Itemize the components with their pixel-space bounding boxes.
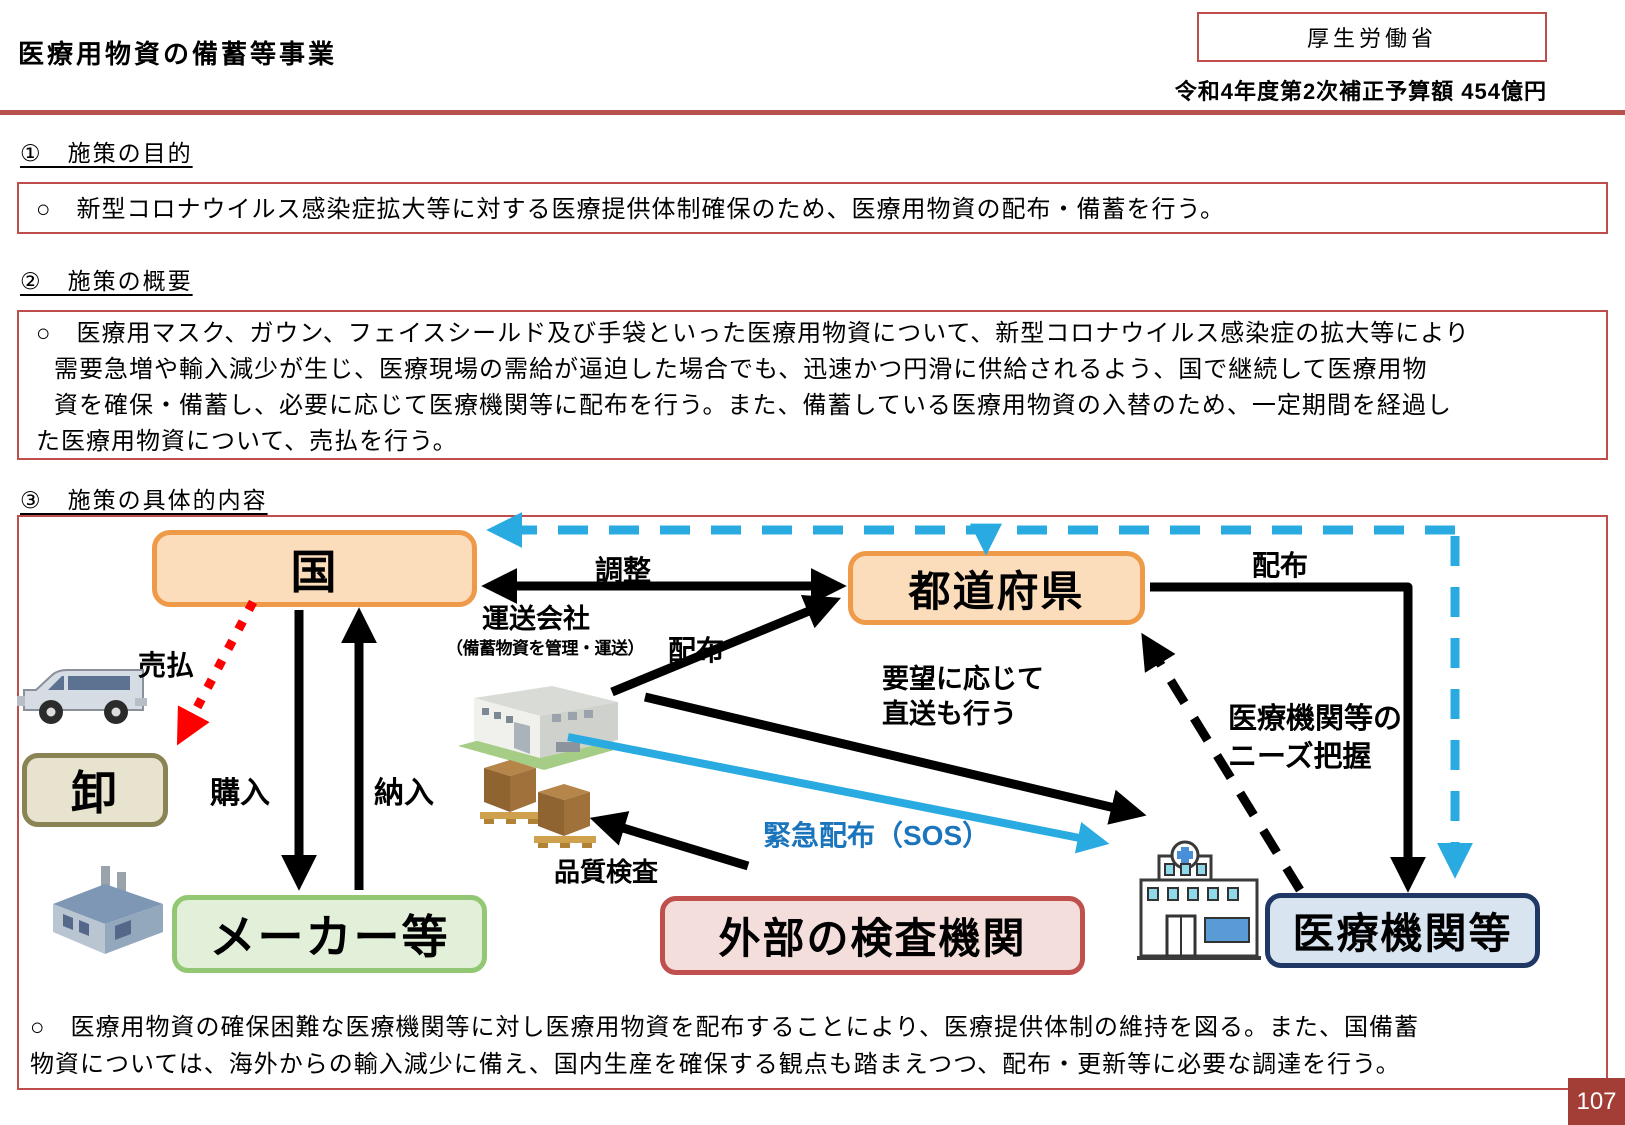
- label-needs-grasp-line2: ニーズ把握: [1228, 741, 1372, 773]
- label-direct-shipment: 要望に応じて 直送も行う: [882, 662, 1044, 732]
- section1-heading: ① 施策の目的: [20, 140, 193, 166]
- ministry-label: 厚生労働省: [1306, 26, 1437, 51]
- label-deliver: 納入: [374, 777, 434, 810]
- section1-body: ○ 新型コロナウイルス感染症拡大等に対する医療提供体制確保のため、医療用物資の配…: [36, 196, 1226, 223]
- label-emergency-distribution: 緊急配布（SOS）: [763, 820, 991, 851]
- section3-heading: ③ 施策の具体的内容: [20, 487, 268, 513]
- node-label: 国: [290, 545, 339, 598]
- page-title: 医療用物資の備蓄等事業: [18, 39, 338, 69]
- page-number-tab: 107: [1568, 1078, 1625, 1125]
- section2-box: [17, 310, 1608, 460]
- label-direct-shipment-line2: 直送も行う: [882, 699, 1017, 729]
- label-transport-company: 運送会社: [482, 604, 590, 634]
- section3-footer-line: 物資については、海外からの輸入減少に備え、国内生産を確保する観点も踏まえつつ、配…: [30, 1051, 1401, 1078]
- label-direct-shipment-line1: 要望に応じて: [882, 664, 1044, 694]
- label-coordination: 調整: [595, 555, 652, 586]
- node-national-government: 国: [152, 530, 477, 607]
- node-wholesaler: 卸: [22, 753, 168, 827]
- node-label: 卸: [71, 767, 119, 819]
- section2-line: 資を確保・備蓄し、必要に応じて医療機関等に配布を行う。また、備蓄している医療用物…: [54, 392, 1452, 419]
- truck-icon: [15, 652, 150, 748]
- node-manufacturers: メーカー等: [172, 895, 487, 973]
- node-label: メーカー等: [209, 911, 450, 963]
- section2-line: 需要急増や輸入減少が生じ、医療現場の需給が逼迫した場合でも、迅速かつ円滑に供給さ…: [54, 356, 1428, 383]
- section3-footer-line: ○ 医療用物資の確保困難な医療機関等に対し医療用物資を配布することにより、医療提…: [30, 1014, 1420, 1041]
- section2-heading: ② 施策の概要: [20, 268, 193, 294]
- label-needs-grasp-line1: 医療機関等の: [1228, 703, 1403, 735]
- label-purchase: 購入: [210, 777, 270, 810]
- budget-label: 令和4年度第2次補正予算額 454億円: [1174, 79, 1547, 104]
- node-external-inspection: 外部の検査機関: [660, 896, 1085, 975]
- label-sell-off: 売払: [138, 650, 195, 681]
- section2-line: た医療用物資について、売払を行う。: [36, 428, 458, 455]
- label-quality-inspection: 品質検査: [554, 857, 659, 887]
- page-number: 107: [1576, 1087, 1617, 1115]
- node-medical-institutions: 医療機関等: [1265, 893, 1540, 968]
- ministry-box: 厚生労働省: [1197, 12, 1547, 62]
- cargo-boxes-icon: [476, 740, 598, 848]
- header-divider: [0, 110, 1625, 115]
- label-needs-grasp: 医療機関等の ニーズ把握: [1228, 700, 1402, 776]
- node-label: 医療機関等: [1292, 910, 1513, 957]
- node-label: 外部の検査機関: [718, 915, 1027, 962]
- label-distribution-mid: 配布: [668, 635, 725, 666]
- section2-line: ○ 医療用マスク、ガウン、フェイスシールド及び手袋といった医療用物資について、新…: [36, 320, 1470, 347]
- node-label: 都道府県: [908, 567, 1085, 615]
- factory-icon: [45, 862, 170, 962]
- section1-box: [17, 182, 1608, 234]
- label-distribution-right: 配布: [1252, 550, 1309, 581]
- node-prefectures: 都道府県: [848, 551, 1145, 625]
- hospital-icon: [1135, 838, 1263, 966]
- label-transport-note: （備蓄物資を管理・運送）: [446, 639, 645, 658]
